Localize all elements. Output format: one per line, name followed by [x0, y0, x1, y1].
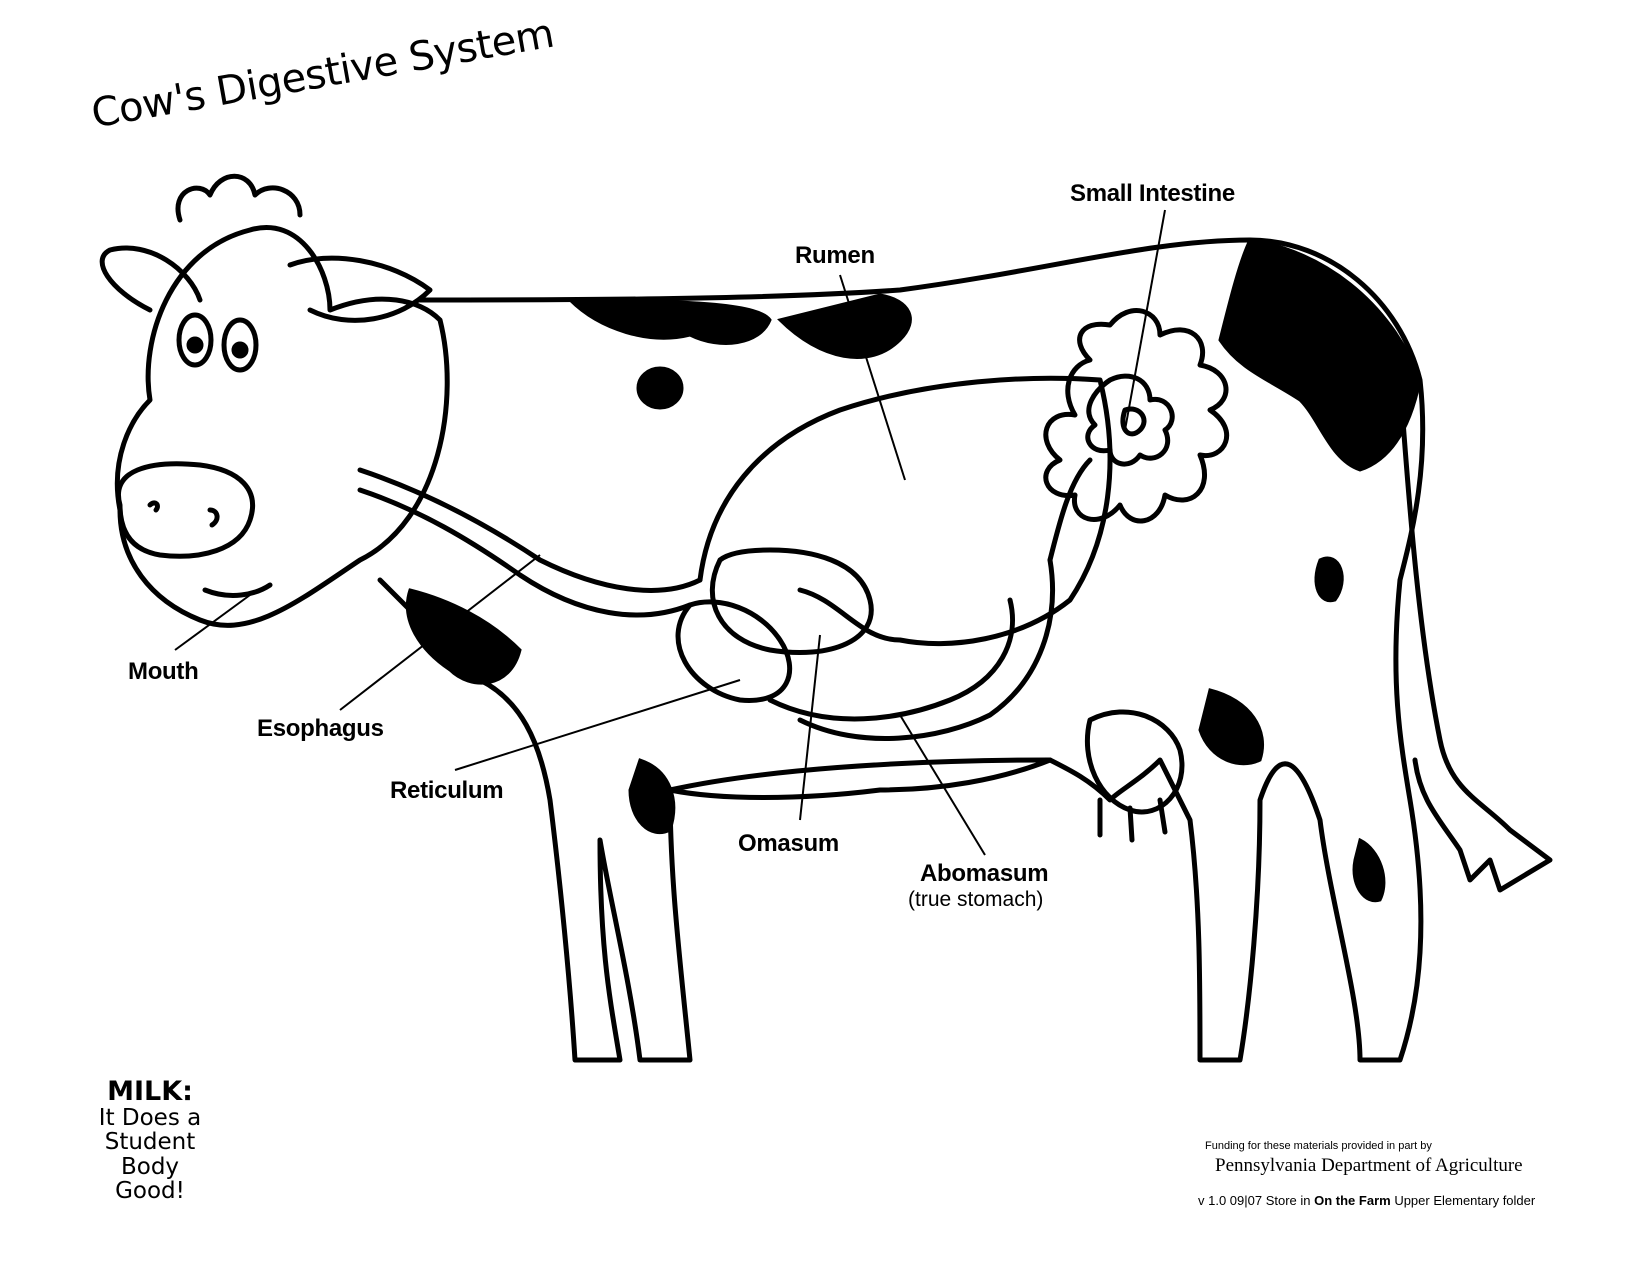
version-prefix: v 1.0 09|07 Store in — [1198, 1193, 1315, 1208]
leader-reticulum — [454, 679, 741, 771]
label-small-intestine: Small Intestine — [1070, 180, 1235, 207]
abomasum-outline — [767, 557, 1055, 741]
reticulum-outline — [675, 599, 793, 703]
label-abomasum-note: (true stomach) — [908, 888, 1044, 911]
version-suffix: Upper Elementary folder — [1390, 1193, 1536, 1208]
department-name: Pennsylvania Department of Agriculture — [1215, 1155, 1523, 1176]
leader-esophagus — [339, 554, 541, 711]
spot-leg-back — [1198, 688, 1265, 766]
omasum-outline — [709, 547, 874, 656]
milk-slogan: MILK: It Does a Student Body Good! — [90, 1076, 210, 1204]
cow-body-outline — [377, 237, 1426, 1063]
label-rumen: Rumen — [795, 242, 875, 269]
spot-hind — [1314, 556, 1344, 603]
version-line: v 1.0 09|07 Store in On the Farm Upper E… — [1198, 1193, 1535, 1208]
small-intestine-coils — [1043, 308, 1230, 524]
esophagus-tube — [357, 467, 703, 593]
spot-leg-front — [628, 758, 676, 834]
spot-tail — [1352, 837, 1386, 903]
udder — [1084, 709, 1185, 815]
folder-name: On the Farm — [1314, 1193, 1391, 1208]
funding-note: Funding for these materials provided in … — [1205, 1140, 1432, 1152]
leader-mouth — [174, 594, 251, 651]
milk-line-2: Student — [104, 1129, 196, 1156]
leader-abomasum — [899, 714, 986, 856]
milk-line-1: It Does a — [98, 1105, 202, 1132]
leader-small-intestine — [1124, 209, 1166, 431]
cow-head — [114, 225, 450, 628]
leader-rumen — [839, 274, 906, 481]
label-abomasum: Abomasum — [920, 860, 1049, 887]
spot-shoulder — [405, 588, 522, 685]
label-mouth: Mouth — [128, 658, 199, 685]
milk-heading: MILK: — [107, 1076, 193, 1107]
spot-back-1 — [566, 298, 772, 345]
label-esophagus: Esophagus — [257, 715, 384, 742]
label-omasum: Omasum — [738, 830, 839, 857]
leader-omasum — [799, 634, 821, 821]
spot-rump — [1218, 238, 1422, 472]
tail — [1397, 377, 1553, 893]
spot-back-2 — [777, 293, 912, 359]
rumen-outline — [697, 375, 1113, 647]
milk-line-3: Body Good! — [115, 1153, 185, 1204]
label-reticulum: Reticulum — [390, 777, 504, 804]
spot-small — [636, 366, 684, 410]
